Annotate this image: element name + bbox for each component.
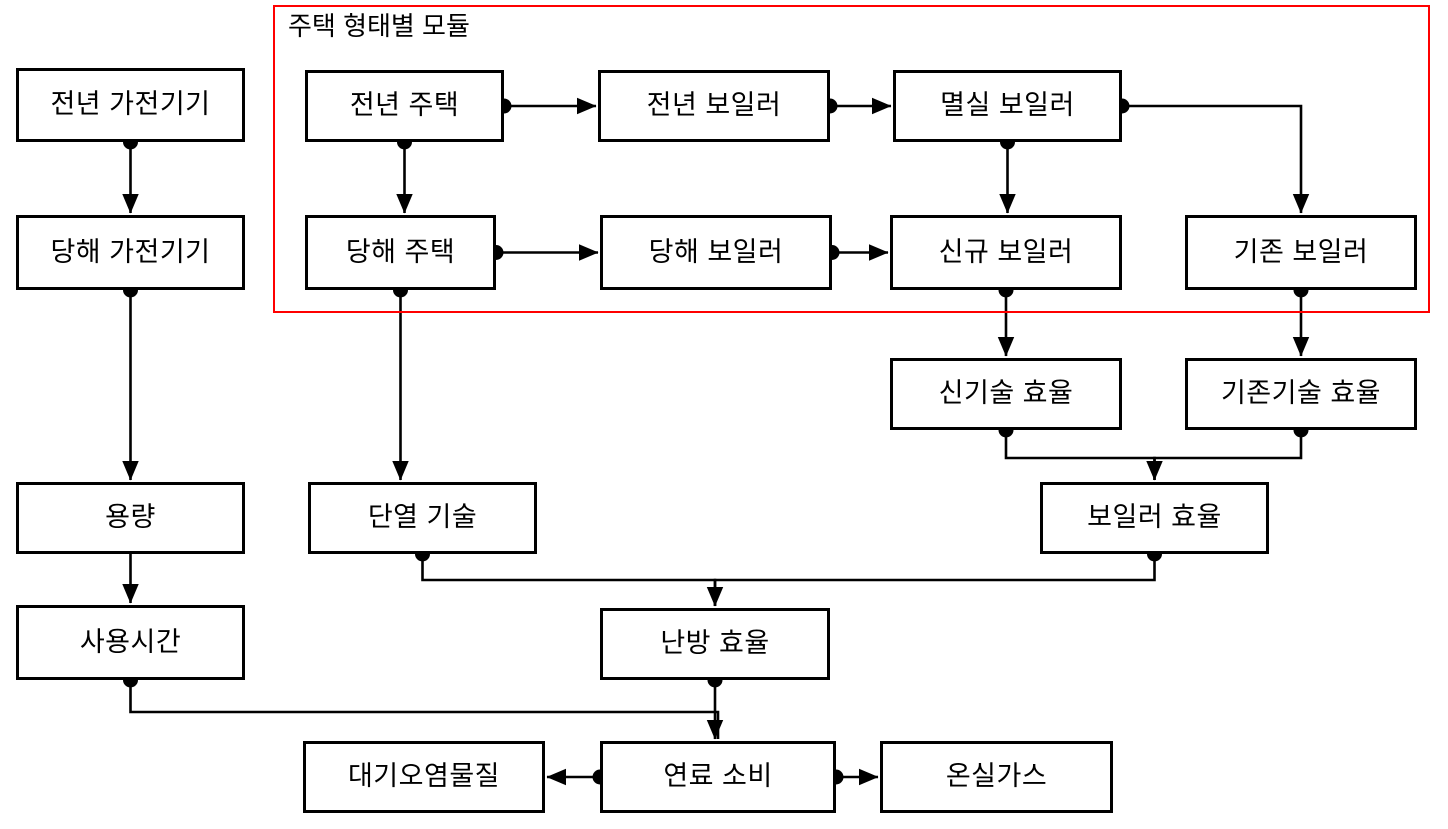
node-label: 대기오염물질 (347, 761, 501, 792)
module-group-title: 주택 형태별 모듈 (288, 11, 470, 41)
node-label: 사용시간 (79, 626, 182, 657)
node-new_tech_eff[interactable]: 신기술 효율 (890, 358, 1122, 430)
node-label: 용량 (105, 502, 156, 533)
node-greenhouse_gas[interactable]: 온실가스 (880, 741, 1113, 813)
node-label: 신규 보일러 (938, 236, 1074, 267)
node-usage_time[interactable]: 사용시간 (16, 605, 245, 680)
node-label: 보일러 효율 (1087, 502, 1222, 533)
node-label: 당해 보일러 (648, 236, 784, 267)
node-existing_boiler[interactable]: 기존 보일러 (1185, 215, 1417, 290)
node-cur_house[interactable]: 당해 주택 (305, 215, 496, 290)
node-prev_boiler[interactable]: 전년 보일러 (598, 70, 830, 142)
node-label: 전년 보일러 (646, 90, 782, 121)
node-fuel_consumption[interactable]: 연료 소비 (600, 741, 836, 813)
node-insulation_tech[interactable]: 단열 기술 (308, 482, 537, 554)
node-label: 난방 효율 (660, 628, 770, 659)
node-label: 온실가스 (945, 761, 1048, 792)
node-heating_eff[interactable]: 난방 효율 (600, 608, 830, 680)
node-label: 단열 기술 (367, 502, 478, 533)
node-label: 신기술 효율 (938, 378, 1074, 409)
node-label: 당해 주택 (345, 236, 456, 267)
edge-demolished-boiler-to-existing-boiler (1122, 104, 1310, 214)
node-label: 멸실 보일러 (940, 90, 1075, 121)
module-group-boundary (273, 5, 1430, 313)
node-label: 전년 주택 (349, 90, 460, 121)
edge-usage-time-to-fuel-consumption (129, 680, 720, 739)
node-prev_house[interactable]: 전년 주택 (305, 70, 504, 142)
node-air_pollutant[interactable]: 대기오염물질 (303, 741, 545, 813)
node-demolished_boiler[interactable]: 멸실 보일러 (893, 70, 1122, 142)
node-label: 기존기술 효율 (1220, 378, 1382, 409)
edge-new-tech-eff-to-boiler-eff (1004, 430, 1163, 481)
node-prev_appliance[interactable]: 전년 가전기기 (16, 68, 245, 142)
node-label: 전년 가전기기 (50, 89, 211, 120)
edge-old-tech-eff-to-boiler-eff (1153, 430, 1303, 480)
node-label: 연료 소비 (663, 761, 773, 792)
node-label: 기존 보일러 (1233, 236, 1369, 267)
edge-insulation-tech-to-heating-eff (421, 554, 724, 607)
node-capacity[interactable]: 용량 (16, 482, 245, 554)
node-old_tech_eff[interactable]: 기존기술 효율 (1185, 358, 1417, 430)
node-label: 당해 가전기기 (50, 236, 211, 267)
node-boiler_eff[interactable]: 보일러 효율 (1040, 482, 1269, 554)
node-cur_appliance[interactable]: 당해 가전기기 (16, 215, 245, 290)
node-cur_boiler[interactable]: 당해 보일러 (600, 215, 832, 290)
node-new_boiler[interactable]: 신규 보일러 (890, 215, 1122, 290)
edge-boiler-eff-to-heating-eff (713, 554, 1156, 606)
